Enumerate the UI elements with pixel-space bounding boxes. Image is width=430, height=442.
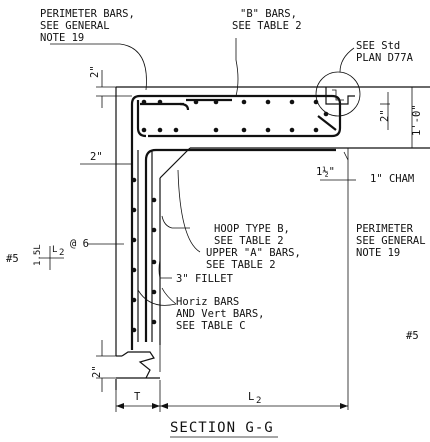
label-b-bars: "B" BARS,: [240, 8, 297, 20]
label-rebar-size-left: #5: [6, 253, 19, 265]
dim-1half: 1½": [316, 166, 335, 178]
spacing-denominator-sub: 2: [59, 248, 64, 258]
label-hoop: HOOP TYPE B,: [214, 223, 290, 235]
leader-lines: [50, 38, 355, 306]
label-std-plan-2: PLAN D77A: [356, 52, 414, 64]
dim-L2: L: [248, 391, 254, 403]
label-perimeter-bars-2: SEE GENERAL: [40, 20, 110, 32]
label-horiz-bars-2: AND Vert BARS,: [176, 308, 265, 320]
label-perimeter-right: PERIMETER: [356, 223, 414, 235]
label-upper-a: UPPER "A" BARS,: [206, 247, 301, 259]
spacing-numerator: 1.5L: [33, 244, 43, 266]
label-fillet: 3" FILLET: [176, 273, 234, 285]
label-std-plan: SEE Std: [356, 40, 400, 52]
dim-T: T: [134, 391, 141, 403]
reinforcement: [130, 94, 342, 350]
spacing-denominator: L: [52, 245, 57, 255]
label-perimeter-right-2: SEE GENERAL: [356, 235, 426, 247]
label-perimeter-right-3: NOTE 19: [356, 247, 400, 259]
dimension-lines: [40, 70, 418, 412]
label-perimeter-bars: PERIMETER BARS,: [40, 8, 135, 20]
label-perimeter-bars-3: NOTE 19: [40, 32, 84, 44]
dim-2in-left: 2": [90, 151, 103, 163]
dim-L2-sub: 2: [256, 396, 261, 406]
label-upper-a-2: SEE TABLE 2: [206, 259, 276, 271]
dim-2in-bottom: 2": [91, 365, 103, 378]
chamfer-detail: [315, 71, 361, 117]
label-horiz-bars: Horiz BARS: [176, 296, 239, 308]
dim-2in-top: 2": [89, 65, 101, 78]
label-horiz-bars-3: SEE TABLE C: [176, 320, 246, 332]
label-chamfer: 1" CHAM: [370, 173, 414, 185]
dim-1ft: 1'-0": [411, 104, 423, 136]
label-hoop-2: SEE TABLE 2: [214, 235, 284, 247]
dim-2in-right: 2": [379, 109, 391, 122]
label-spacing-at: @ 6: [70, 238, 89, 250]
section-title: SECTION G-G: [170, 420, 274, 436]
label-b-bars-2: SEE TABLE 2: [232, 20, 302, 32]
label-rebar-size-right: #5: [406, 330, 419, 342]
annotations: PERIMETER BARS, SEE GENERAL NOTE 19 "B" …: [6, 8, 426, 438]
